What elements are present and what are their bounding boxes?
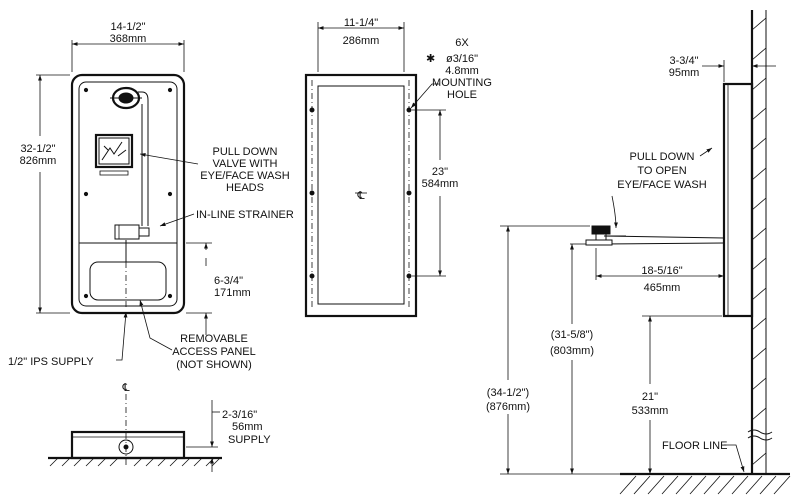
hole-note-mm: 4.8mm [445,65,479,77]
access-depth-in: 6-3/4" [214,275,243,287]
reach-mm: 465mm [644,282,681,294]
valve-icon [114,224,150,240]
pull-note-line3: EYE/FACE WASH [617,179,707,191]
supply-opening [118,439,134,455]
valve-note-line3: EYE/FACE WASH [200,170,290,182]
hole-note-diameter: ø3/16" [446,53,478,65]
back-width-in: 11-1/4" [344,17,378,29]
access-depth-mm: 171mm [214,287,251,299]
supply-pipe [138,91,149,226]
pull-note-line1: PULL DOWN [630,151,695,163]
front-height-mm: 826mm [20,155,57,167]
strainer-note: IN-LINE STRAINER [196,209,294,221]
bottom-height-mm: 533mm [632,405,669,417]
front-fasteners [83,87,173,299]
front-cabinet-inner [78,81,178,307]
outlet-height-in: (34-1/2") [487,387,529,399]
side-view: 3-3/4" 95mm PULL DOWN TO OPEN EYE/FACE W… [486,10,791,495]
side-eyewash-head-icon [585,225,626,246]
bottom-supply-label: SUPPLY [228,434,271,446]
back-cabinet-inner [317,85,405,305]
handle-height-mm: (803mm) [550,345,594,357]
front-view: 14-1/2" 368mm 32-1/2" 826mm PULL DOWN VA… [8,21,294,371]
back-centerline: ℄ [356,190,364,202]
front-width-mm: 368mm [110,33,147,45]
eyewash-head-icon [110,86,142,110]
back-cabinet-outline [304,73,418,318]
hole-note-count: 6X [455,37,469,49]
bottom-centerline: ℄ [121,382,129,394]
panel-note-line3: (NOT SHOWN) [176,359,252,371]
access-panel [89,261,167,301]
bottom-view: ℄ 2-3/16" 56mm SUPPLY [48,382,271,472]
front-width-in: 14-1/2" [110,21,145,33]
front-height-in: 32-1/2" [20,143,55,155]
back-width-mm: 286mm [343,35,380,47]
floor-hatch [619,475,791,495]
supply-note: 1/2" IPS SUPPLY [8,356,94,368]
side-depth-mm: 95mm [669,67,700,79]
wall-hatch [49,457,221,467]
wall-section-hatch [751,17,767,466]
panel-note-line1: REMOVABLE [180,333,248,345]
bottom-height-in: 21" [642,391,658,403]
floor-label: FLOOR LINE [662,440,727,452]
eyewash-arm [601,235,725,245]
bottom-supply-in: 2-3/16" [222,409,257,421]
bottom-supply-mm: 56mm [232,421,263,433]
hole-spacing-mm: 584mm [422,178,459,190]
eyewash-sign-icon [94,133,134,176]
hole-spacing-in: 23" [432,166,448,178]
side-cabinet [722,82,754,318]
panel-note-line2: ACCESS PANEL [172,346,256,358]
handle-height-in: (31-5/8") [551,329,593,341]
side-depth-in: 3-3/4" [670,55,699,67]
back-view: ℄ 11-1/4" 286mm 6X ✱ ø3/16" 4.8mm MOUNTI… [304,17,492,318]
hole-note-mounting: MOUNTING [432,77,492,89]
pull-note-line2: TO OPEN [637,165,686,177]
valve-note-line1: PULL DOWN [213,146,278,158]
hole-symbol: ✱ [426,53,435,65]
valve-note-line2: VALVE WITH [213,158,278,170]
reach-in: 18-5/16" [641,265,682,277]
hole-note-hole: HOLE [447,89,477,101]
valve-note-line4: HEADS [226,182,264,194]
mounting-holes [309,107,412,279]
front-cabinet-outline [70,73,186,315]
outlet-height-mm: (876mm) [486,401,530,413]
